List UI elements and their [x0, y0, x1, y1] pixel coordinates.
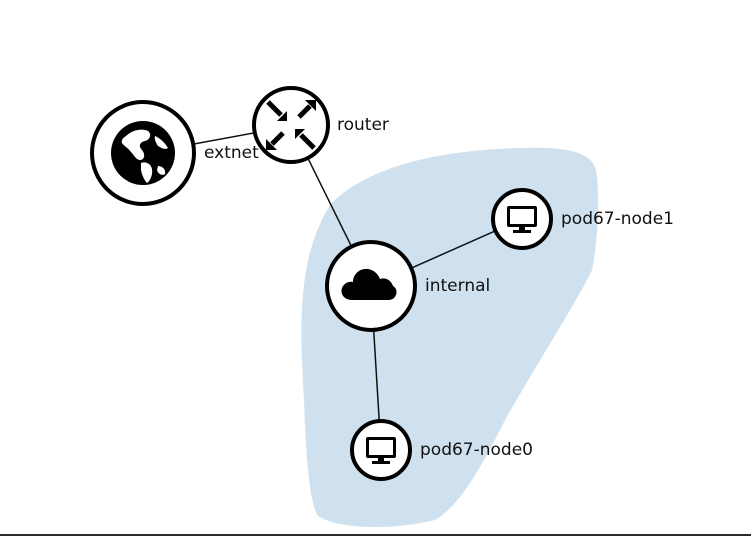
extnet-node[interactable]	[90, 100, 196, 206]
internal-network-zone	[301, 147, 599, 528]
internal-label: internal	[425, 276, 490, 296]
pod67-node1-label: pod67-node1	[561, 209, 674, 229]
router-label: router	[337, 115, 389, 135]
router-arrows-icon	[266, 100, 316, 150]
cloud-icon	[341, 268, 397, 300]
bottom-divider	[0, 534, 751, 536]
pod67-node0-node[interactable]	[350, 419, 412, 481]
extnet-label: extnet	[204, 143, 259, 163]
pod67-node0-label: pod67-node0	[420, 440, 533, 460]
pod67-node1-node[interactable]	[491, 188, 553, 250]
monitor-icon	[507, 206, 537, 233]
internal-node[interactable]	[325, 240, 417, 332]
globe-icon	[111, 121, 175, 185]
router-node-ring	[252, 86, 330, 164]
monitor-icon	[366, 437, 396, 464]
router-node[interactable]	[252, 86, 330, 164]
